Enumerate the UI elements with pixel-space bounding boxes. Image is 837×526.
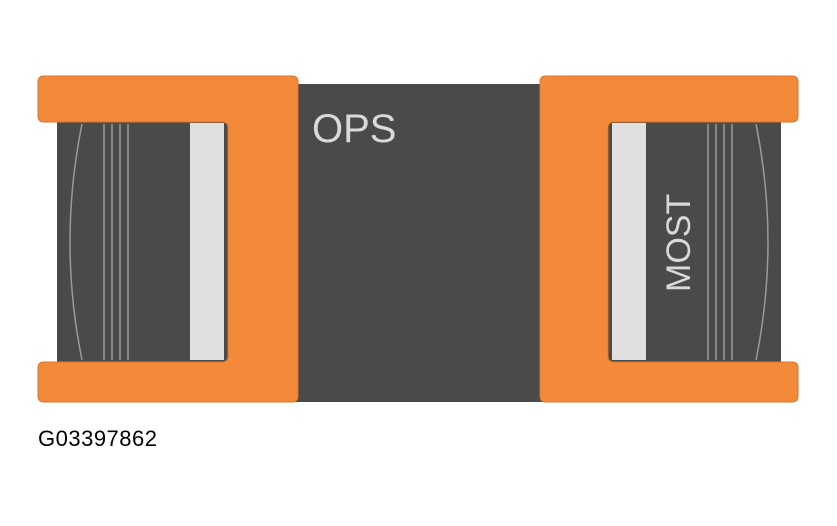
ops-central-body	[290, 84, 548, 402]
most-label: MOST	[660, 194, 698, 292]
right-connector	[539, 75, 799, 403]
left-connector-contact-strip	[190, 123, 224, 360]
right-connector-ridges	[707, 124, 733, 360]
left-connector-orange-housing	[37, 75, 299, 403]
right-connector-orange-housing	[539, 75, 799, 403]
ops-most-connector-diagram: OPS MOST	[37, 75, 799, 403]
left-connector-curved-edge	[69, 123, 83, 361]
right-connector-curved-edge	[755, 123, 769, 361]
figure-reference-code: G03397862	[38, 426, 158, 451]
left-connector-insert	[57, 120, 257, 364]
ops-label: OPS	[312, 107, 396, 151]
right-connector-contact-strip	[612, 123, 646, 360]
left-connector-ridges	[103, 124, 129, 360]
left-connector	[37, 75, 299, 403]
